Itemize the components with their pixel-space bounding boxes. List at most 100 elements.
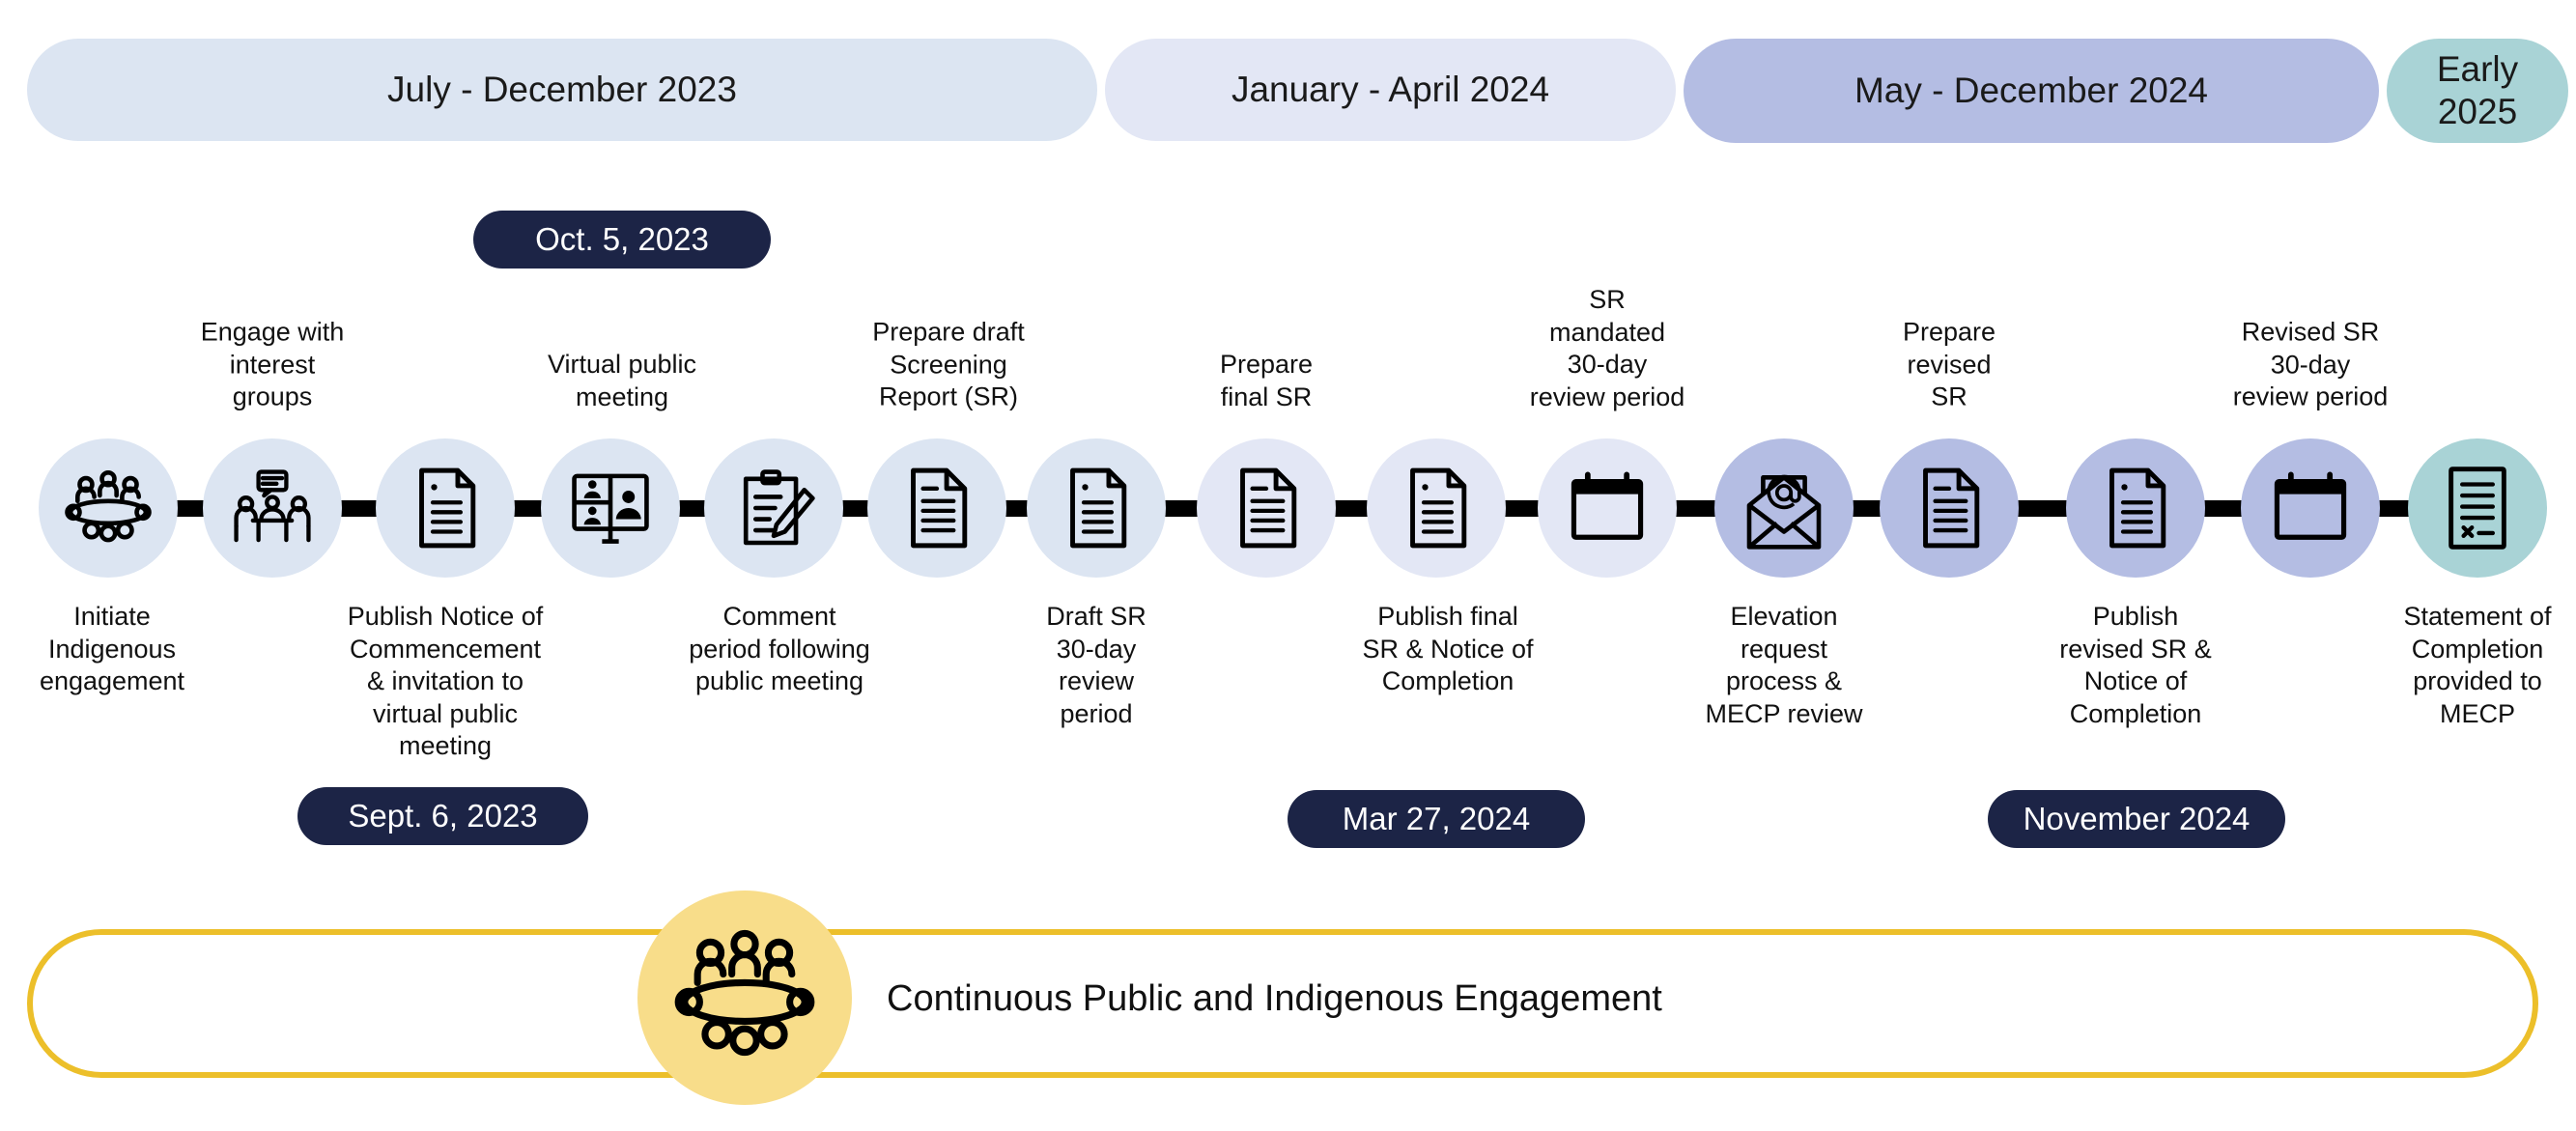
phase-label: January - April 2024 — [1231, 70, 1550, 109]
phase-jul-dec-2023: July - December 2023 — [27, 39, 1097, 141]
label-line: period — [1060, 698, 1133, 728]
banner-meeting-icon — [637, 891, 852, 1105]
timeline-node-1 — [39, 438, 178, 578]
date-badge-sept-6-2023: Sept. 6, 2023 — [297, 787, 588, 845]
label-line: mandated — [1548, 317, 1666, 347]
label-line: Publish Notice of — [347, 602, 544, 631]
date-badge-oct-5-2023: Oct. 5, 2023 — [473, 211, 771, 269]
label-line: process & — [1725, 666, 1843, 695]
timeline-node-9 — [1367, 438, 1506, 578]
document-icon — [1410, 467, 1467, 549]
discussion-group-icon — [234, 469, 311, 543]
label-line: Completion — [2069, 698, 2202, 728]
label-line: Initiate — [73, 602, 151, 631]
label-line: Report (SR) — [878, 382, 1019, 411]
timeline-node-12 — [1880, 438, 2019, 578]
timeline-node-14 — [2241, 438, 2380, 578]
label-line: Comment — [722, 602, 836, 631]
continuous-engagement-banner — [27, 929, 2538, 1078]
report-icon — [1923, 467, 1980, 549]
label-line: period following — [689, 634, 870, 664]
label-line: Completion — [1381, 666, 1514, 695]
timeline-node-11 — [1714, 438, 1854, 578]
phase-label: May - December 2024 — [1854, 71, 2209, 110]
timeline-node-6 — [867, 438, 1006, 578]
phase-label-line1: Early — [2436, 49, 2519, 89]
timeline-node-4 — [541, 438, 680, 578]
label-line: 30-day — [1056, 634, 1137, 664]
label-line: Statement of — [2403, 602, 2552, 631]
label-line: Prepare — [1219, 350, 1314, 379]
date-badge-mar-27-2024: Mar 27, 2024 — [1288, 790, 1585, 848]
label-line: SR — [1589, 285, 1626, 314]
clipboard-pen-icon — [743, 469, 815, 546]
label-line: MECP review — [1705, 698, 1863, 728]
label-line: revised — [1907, 350, 1992, 379]
timeline-node-8 — [1197, 438, 1336, 578]
banner-text: Continuous Public and Indigenous Engagem… — [887, 978, 1662, 1019]
document-icon — [419, 467, 476, 549]
label-line: SR & Notice of — [1362, 634, 1534, 664]
timeline-step-label-4: Virtual public meeting — [506, 349, 738, 413]
video-conference-icon — [572, 473, 649, 544]
label-line: provided to — [2413, 666, 2542, 695]
calendar-icon — [1571, 471, 1644, 540]
label-line: revised SR & — [2059, 634, 2212, 664]
label-line: groups — [232, 382, 313, 411]
timeline-node-5 — [704, 438, 843, 578]
phase-early-2025: Early 2025 — [2387, 39, 2568, 143]
label-line: Prepare — [1902, 317, 1996, 347]
label-line: public meeting — [694, 666, 864, 695]
label-line: request — [1740, 634, 1828, 664]
timeline-node-2 — [203, 438, 342, 578]
label-line: meeting — [398, 731, 493, 760]
label-line: Screening — [890, 350, 1007, 379]
statement-icon — [2449, 467, 2506, 550]
timeline-node-13 — [2066, 438, 2205, 578]
label-line: SR — [1931, 382, 1967, 411]
label-line: Publish — [2092, 602, 2179, 631]
timeline-step-label-13: Publish revised SR &Notice of Completion — [2020, 601, 2251, 730]
date-badge-november-2024: November 2024 — [1988, 790, 2285, 848]
email-icon — [1746, 474, 1822, 550]
label-line: Indigenous — [47, 634, 177, 664]
timeline-node-15 — [2408, 438, 2547, 578]
label-line: review — [1058, 666, 1135, 695]
label-line: Draft SR — [1046, 602, 1146, 631]
label-line: Completion — [2411, 634, 2544, 664]
phase-jan-apr-2024: January - April 2024 — [1105, 39, 1676, 141]
label-line: Revised SR — [2241, 317, 2380, 347]
report-icon — [911, 467, 968, 549]
label-line: Notice of — [2083, 666, 2188, 695]
calendar-icon — [2274, 471, 2347, 540]
label-line: Prepare draft — [872, 317, 1025, 347]
phase-label: July - December 2023 — [387, 70, 737, 109]
timeline-node-10 — [1538, 438, 1677, 578]
label-line: MECP — [2439, 698, 2515, 728]
document-icon — [2109, 467, 2166, 549]
timeline-node-3 — [376, 438, 515, 578]
label-line: review period — [2232, 382, 2389, 411]
label-line: Virtual public — [547, 350, 697, 379]
label-line: Elevation — [1730, 602, 1838, 631]
label-line: Commencement — [349, 634, 542, 664]
label-line: meeting — [575, 382, 669, 411]
timeline-node-7 — [1027, 438, 1166, 578]
label-line: engagement — [39, 666, 185, 695]
label-line: review period — [1529, 382, 1685, 411]
label-line: virtual public — [372, 698, 519, 728]
label-line: Publish final — [1377, 602, 1518, 631]
label-line: interest — [229, 350, 316, 379]
phase-may-dec-2024: May - December 2024 — [1684, 39, 2379, 143]
